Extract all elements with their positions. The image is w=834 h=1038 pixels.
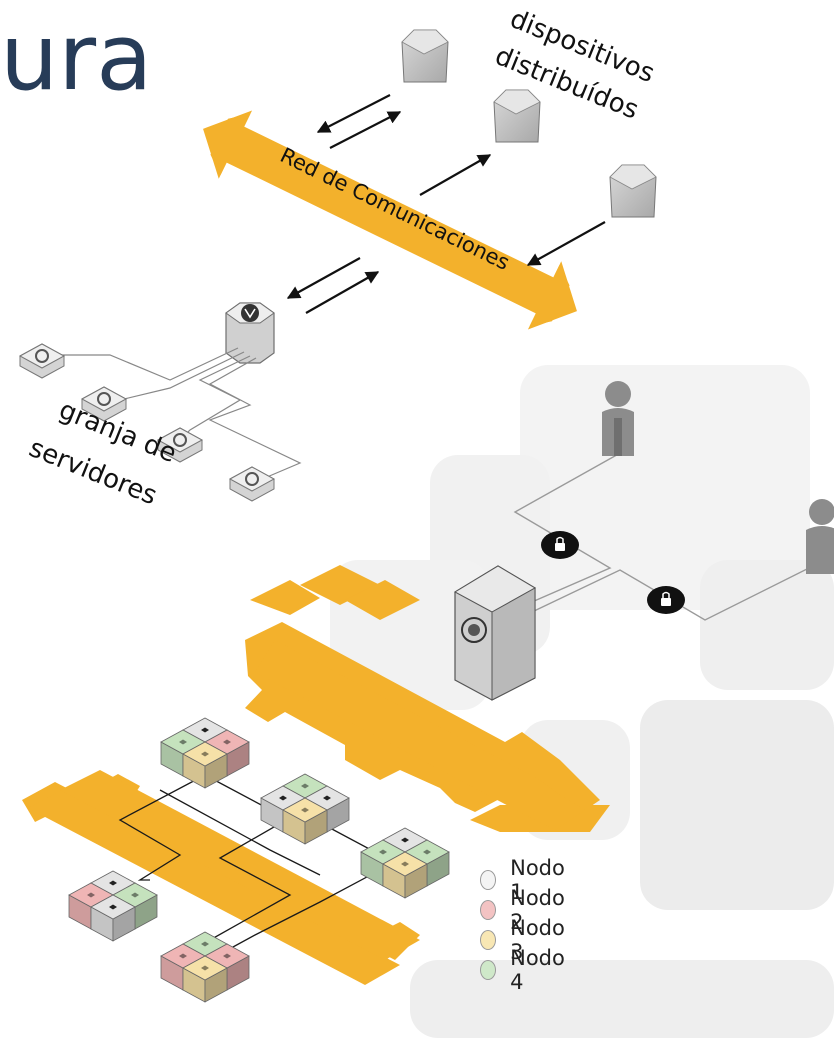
node-led [87, 892, 95, 898]
node-led [223, 739, 231, 745]
node-led [179, 953, 187, 959]
lock-icon [647, 586, 685, 614]
node-led [423, 849, 431, 855]
node-cube [382, 851, 428, 899]
farm-server-icon [156, 427, 204, 463]
node-led [131, 892, 139, 898]
legend-label: Nodo 4 [510, 946, 565, 994]
node-led [379, 849, 387, 855]
node-led [401, 837, 409, 843]
node-cluster [160, 717, 250, 789]
slide-title: ura [0, 4, 153, 111]
legend-item: Nodo 3 [480, 916, 569, 964]
legend-swatch [480, 930, 497, 950]
legend-item: Nodo 4 [480, 946, 569, 994]
user-icon [806, 499, 834, 574]
farm-server-icon [80, 386, 128, 422]
legend-label: Nodo 2 [510, 886, 565, 934]
legend-item: Nodo 2 [480, 886, 569, 934]
node-cluster [360, 827, 450, 899]
node-led [223, 953, 231, 959]
node-led [323, 795, 331, 801]
network-bus [203, 110, 577, 330]
device-link-arrows [286, 94, 606, 314]
node-led [179, 739, 187, 745]
node-led [201, 751, 209, 757]
node-cube [282, 797, 328, 845]
node-led [301, 783, 309, 789]
node-led [301, 807, 309, 813]
gateway-server-icon [453, 565, 537, 701]
node-cluster [260, 773, 350, 845]
background-tile [640, 700, 834, 910]
device-icon [401, 29, 449, 83]
legend-swatch [480, 900, 497, 920]
node-led [279, 795, 287, 801]
legend-swatch [480, 870, 497, 890]
legend-item: Nodo 1 [480, 856, 569, 904]
node-led [109, 880, 117, 886]
node-cube [90, 894, 136, 942]
node-led [201, 965, 209, 971]
node-cluster [160, 931, 250, 1003]
lock-icon [541, 531, 579, 559]
legend-swatch [480, 960, 497, 980]
data-bus-upper [245, 565, 610, 832]
node-led [201, 941, 209, 947]
node-cluster [68, 870, 158, 942]
node-led [201, 727, 209, 733]
user-icon [602, 381, 634, 456]
background-tile [700, 560, 834, 690]
device-icon [609, 164, 657, 218]
farm-server-icon [18, 343, 66, 379]
server-hub-icon [225, 302, 275, 364]
farm-server-icon [228, 466, 276, 502]
node-led [401, 861, 409, 867]
node-cube [182, 955, 228, 1003]
node-cube [182, 741, 228, 789]
device-icon [493, 89, 541, 143]
legend-label: Nodo 1 [510, 856, 565, 904]
legend-label: Nodo 3 [510, 916, 565, 964]
node-led [109, 904, 117, 910]
